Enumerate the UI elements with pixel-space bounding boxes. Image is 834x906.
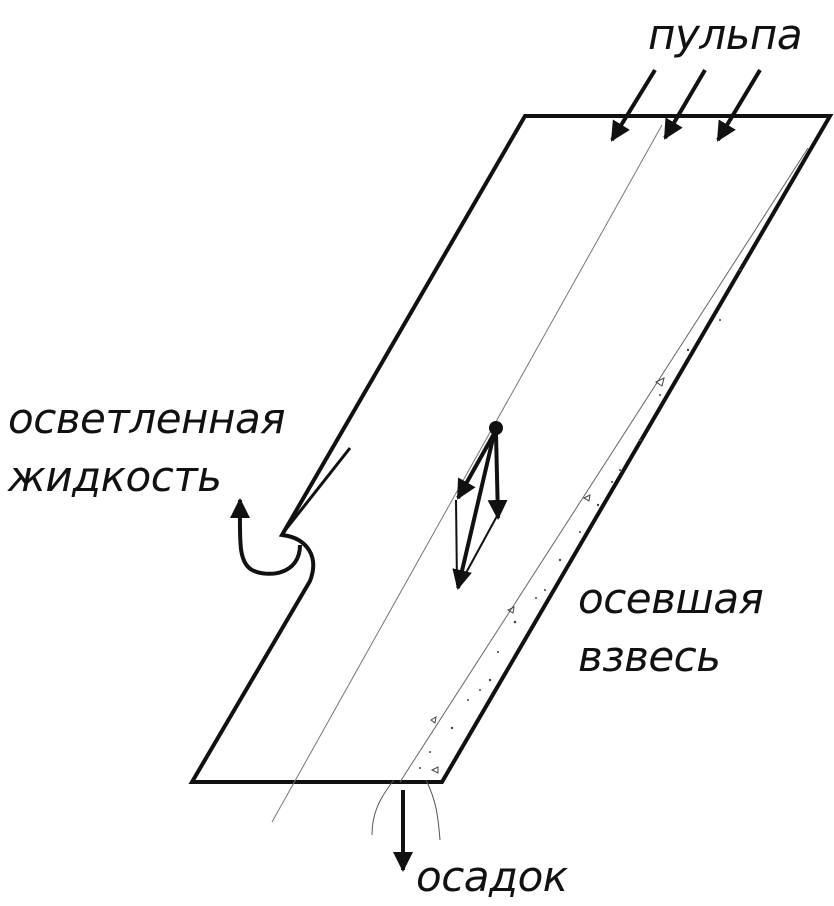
plate-outline (188, 114, 834, 784)
vector-resultant (452, 433, 496, 590)
label-clarified-line2: жидкость (8, 452, 222, 501)
inflow-arrow (610, 68, 657, 142)
outlet-flow-curve (425, 779, 441, 841)
particle-point (489, 421, 503, 435)
inflow-arrow (663, 68, 707, 140)
label-clarified-line1: осветленная (8, 394, 285, 443)
label-sediment: осадок (416, 852, 568, 901)
parallelogram-lines (455, 499, 498, 586)
sediment-grains (430, 377, 665, 774)
clarified-outflow-arrow (229, 498, 302, 576)
vector-gravity (487, 433, 508, 520)
label-pulp: пульпа (648, 10, 803, 59)
label-settled-line1: осевшая (578, 574, 764, 623)
inflow-arrows (610, 68, 762, 142)
velocity-vectors (452, 431, 508, 590)
overflow-lip (281, 447, 352, 534)
inflow-arrow (716, 68, 762, 142)
vector-flow (456, 431, 497, 500)
label-settled-line2: взвесь (578, 632, 721, 681)
center-line (271, 124, 663, 823)
sediment-particles (419, 268, 742, 769)
settled-layer-line (399, 147, 809, 783)
outlet-flow-curve (371, 779, 395, 836)
